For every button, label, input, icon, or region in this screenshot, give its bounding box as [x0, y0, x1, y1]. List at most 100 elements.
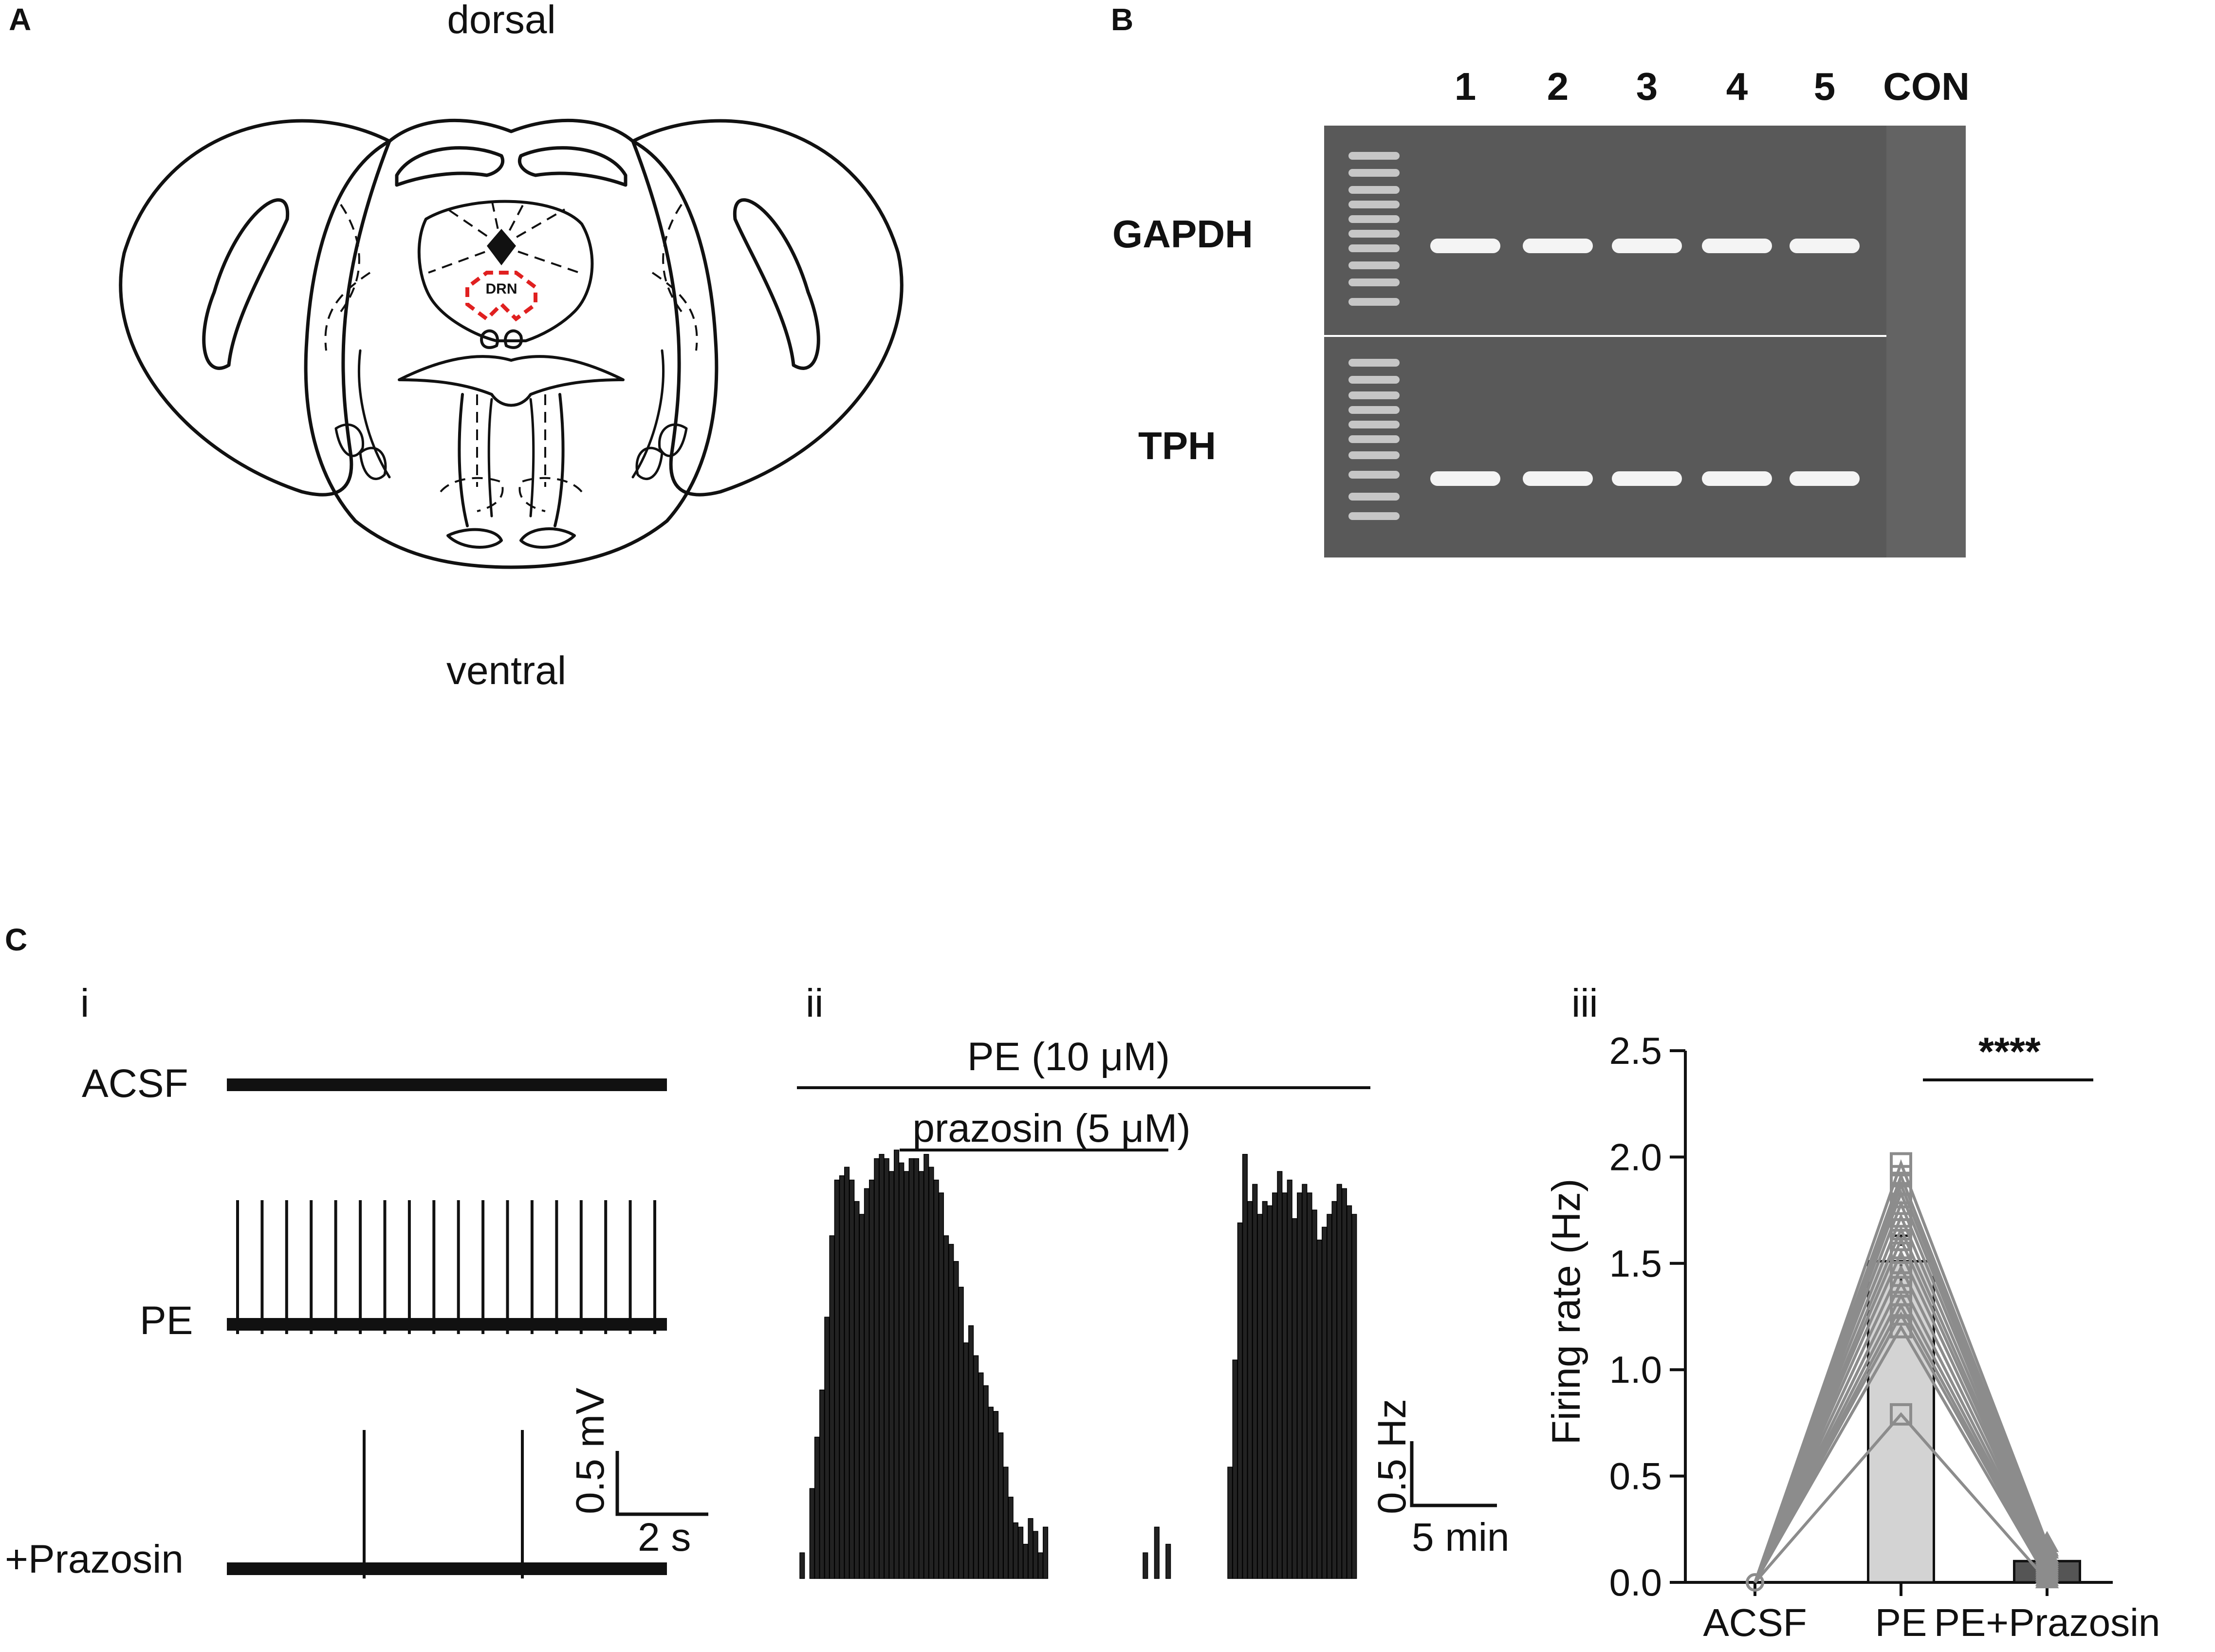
scale-bar-i [615, 1451, 708, 1516]
gapdh-band-4 [1702, 239, 1772, 253]
histogram-bar [1287, 1179, 1292, 1579]
panel-b-letter: B [1111, 2, 1133, 37]
y-tick-label: 0.5 [1609, 1455, 1662, 1498]
histogram-bar [1227, 1466, 1233, 1579]
histogram-bar [1302, 1184, 1308, 1579]
pe-marker [1890, 1241, 1912, 1264]
histogram-bar [884, 1158, 889, 1579]
histogram-bar [1297, 1192, 1303, 1579]
histogram-bar [1154, 1526, 1160, 1579]
gapdh-label: GAPDH [1112, 212, 1253, 256]
histogram-bar [1277, 1171, 1283, 1579]
paired-line [1754, 1264, 2049, 1583]
histogram-bar [988, 1407, 994, 1579]
histogram-bar [864, 1188, 869, 1579]
bar-pe [1867, 1260, 1935, 1584]
histogram-bar [799, 1552, 805, 1579]
tph-band-1 [1430, 471, 1500, 486]
histogram-bar [1311, 1209, 1317, 1579]
histogram-bar [948, 1244, 954, 1579]
histogram-bar [1018, 1526, 1024, 1579]
tph-band-4 [1702, 471, 1772, 486]
pe-marker [1890, 1192, 1912, 1215]
ladder-band [1348, 152, 1400, 160]
sample-bands [1430, 239, 1860, 486]
panel-c-letter: C [5, 922, 27, 957]
paired-line [1754, 1212, 2049, 1583]
histogram-bar [953, 1261, 959, 1579]
histogram-bar [1237, 1222, 1243, 1579]
histogram-bar [908, 1158, 914, 1579]
histogram-bar [1347, 1205, 1352, 1579]
pe-application-label: PE (10 μM) [967, 1035, 1170, 1079]
histogram-bar [998, 1432, 1004, 1579]
paired-line [1754, 1412, 2049, 1583]
histogram-bar [854, 1201, 860, 1579]
histogram-bar [958, 1286, 964, 1579]
histogram-bar [1023, 1543, 1029, 1579]
ladder-band [1348, 201, 1400, 208]
histogram-bar [1037, 1552, 1043, 1579]
histogram-bar [904, 1171, 909, 1579]
histogram-bar [913, 1158, 919, 1579]
lane-label-3: 3 [1636, 65, 1658, 108]
histogram-bar [1242, 1154, 1248, 1579]
histogram-bar [1257, 1214, 1263, 1579]
histogram-bar [938, 1192, 944, 1579]
x-tick-label: PE+Prazosin [1934, 1601, 2160, 1644]
y-tick-label: 1.5 [1609, 1242, 1662, 1285]
histogram-bar [1232, 1359, 1238, 1579]
histogram-bar [1247, 1201, 1253, 1579]
x-tick-label: ACSF [1703, 1601, 1807, 1644]
histogram-bar [1008, 1497, 1014, 1579]
trace-baseline-prazosin [227, 1562, 667, 1575]
ladder-band [1348, 186, 1400, 194]
histogram-bar [1165, 1543, 1171, 1579]
histogram-bar [1336, 1184, 1342, 1579]
histogram-bar [899, 1162, 904, 1579]
histogram-bar [824, 1317, 830, 1579]
ladder-band [1348, 406, 1400, 414]
panel-c-iii: iii Firing rate (Hz) 0.00.51.01.52.02.5A… [1544, 981, 2160, 1644]
histogram-bar [923, 1154, 929, 1579]
lane-label-4: 4 [1726, 65, 1748, 108]
ladder-band [1348, 471, 1400, 479]
histogram-bar [1282, 1192, 1288, 1579]
brain-section-drawing [119, 118, 904, 569]
small-nuclei-shapes [480, 329, 523, 349]
gapdh-band-3 [1612, 239, 1682, 253]
histogram-bar [859, 1214, 865, 1579]
scale-label-hz: 0.5 Hz [1370, 1399, 1414, 1514]
y-tick-label: 0.0 [1609, 1561, 1662, 1604]
histogram-bar [829, 1235, 835, 1579]
histogram-bar [1262, 1201, 1268, 1579]
histogram-bar [933, 1179, 939, 1579]
ladder-band [1348, 435, 1400, 443]
panel-c-i: i ACSF PE +Prazosin 0.5 mV 2 s [5, 981, 708, 1581]
histogram-bar [1327, 1214, 1332, 1579]
panel-c-ii-label: ii [806, 981, 823, 1025]
ladder-band [1348, 169, 1400, 177]
histogram-bar [1307, 1192, 1312, 1579]
ladder-band [1348, 512, 1400, 520]
ladder-band [1348, 421, 1400, 428]
x-tick-label: PE [1875, 1601, 1927, 1644]
y-axis-label: Firing rate (Hz) [1544, 1179, 1588, 1445]
y-tick-label: 2.5 [1609, 1029, 1662, 1072]
panel-a: A dorsal ventral [9, 0, 904, 693]
histogram-bar [968, 1325, 974, 1579]
histogram-bar [1143, 1552, 1148, 1579]
histogram-bar [1267, 1205, 1273, 1579]
histogram-bar [983, 1385, 989, 1579]
firing-histogram [799, 1150, 1357, 1579]
histogram-bar [1272, 1192, 1278, 1579]
trace-spikes-prazosin [363, 1430, 524, 1578]
histogram-bar [888, 1171, 894, 1579]
trace-label-acsf: ACSF [82, 1061, 188, 1106]
pe-marker [1890, 1256, 1912, 1279]
histogram-bar [928, 1167, 934, 1579]
histogram-bar [1322, 1226, 1328, 1579]
histogram-bar [839, 1175, 845, 1579]
ladder-band [1348, 278, 1400, 286]
aqueduct-shape [487, 229, 516, 265]
